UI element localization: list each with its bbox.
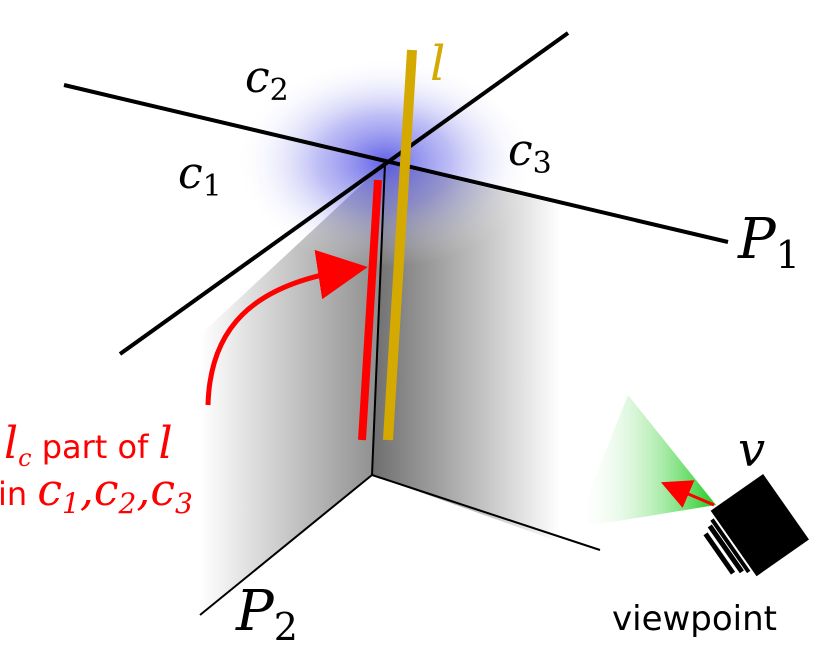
label-lc-line2: in c1,c2,c3 <box>0 465 193 520</box>
view-arrow <box>660 480 715 508</box>
label-p1: P1 <box>737 207 800 277</box>
edge-floor-left <box>199 474 373 616</box>
label-c3: c3 <box>508 125 552 181</box>
label-v: v <box>738 422 765 478</box>
label-viewpoint: viewpoint <box>612 599 777 639</box>
segment-lc <box>358 179 382 441</box>
label-c1: c1 <box>178 148 222 204</box>
arrow-lc-annotation <box>205 249 368 406</box>
label-lc-line1: lc part of l <box>4 418 173 472</box>
view-cone <box>575 395 716 528</box>
line-crossing <box>118 31 570 356</box>
label-p2: P2 <box>235 579 298 649</box>
label-c2: c2 <box>245 52 289 108</box>
segment-l <box>383 49 417 441</box>
label-l: l <box>430 36 445 92</box>
camera-icon <box>703 473 809 577</box>
line-p1 <box>63 83 729 244</box>
edge-wall-vertical <box>371 162 386 476</box>
edge-floor-right <box>371 474 601 551</box>
